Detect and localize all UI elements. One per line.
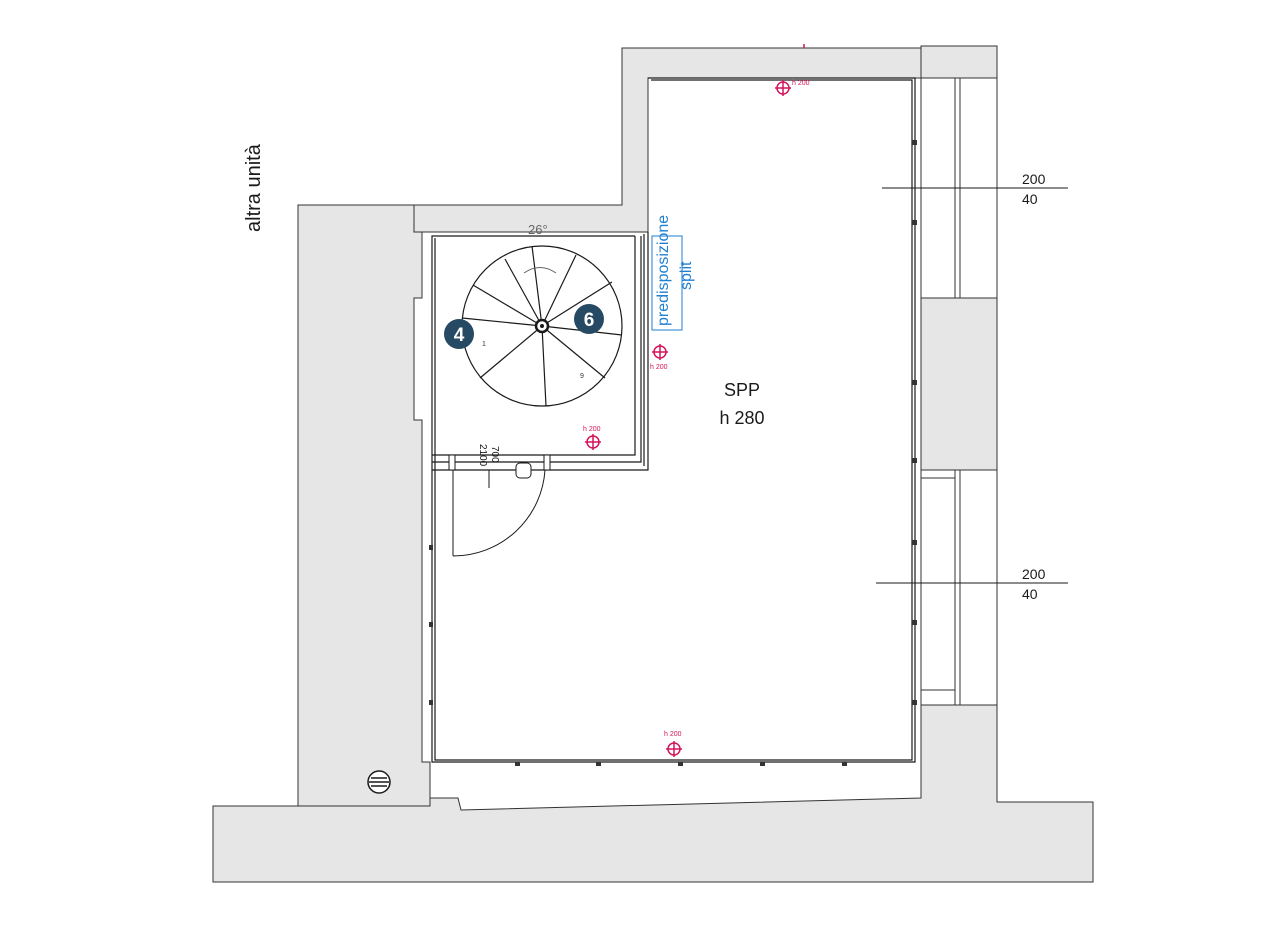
door	[448, 454, 551, 557]
split-box	[651, 235, 683, 331]
split-label-line1: predisposizione	[655, 215, 672, 326]
outlet-marker	[652, 344, 668, 360]
svg-text:4: 4	[454, 325, 465, 346]
outlet-label: h 200	[792, 80, 810, 87]
window-upper-sill: 40	[1022, 191, 1038, 207]
window-lower-sill: 40	[1022, 586, 1038, 602]
stair-angle-label: 26°	[528, 222, 548, 237]
room-height: h 280	[719, 408, 764, 428]
window-lower-height: 200	[1022, 566, 1046, 582]
outlet-marker	[775, 44, 805, 96]
top-interior-wall	[413, 47, 922, 233]
outlet-marker	[666, 741, 682, 757]
wall-ticks	[429, 140, 917, 766]
outlet-marker	[585, 434, 601, 450]
badge-4: 4	[444, 319, 474, 349]
stair-step-first: 1	[482, 341, 486, 348]
split-label-line2: split	[678, 261, 695, 290]
window-upper-height: 200	[1022, 171, 1046, 187]
window-callouts	[876, 187, 1068, 584]
window-lower	[920, 469, 998, 706]
stair-angle-arc	[523, 267, 557, 274]
neighbor-unit-label: altra unità	[243, 143, 265, 232]
outlet-label: h 200	[664, 731, 682, 738]
drain-pipe-icon	[367, 770, 391, 794]
outlet-label: h 200	[650, 364, 668, 371]
door-width: 700	[489, 446, 500, 463]
door-height: 2100	[477, 444, 488, 467]
right-pier-top	[920, 45, 998, 79]
room-code: SPP	[724, 380, 760, 400]
right-pier-middle	[920, 297, 998, 471]
left-party-wall	[297, 204, 431, 807]
badge-6: 6	[574, 304, 604, 334]
walls	[212, 45, 1094, 883]
room-outline	[431, 77, 916, 763]
outlet-label: h 200	[583, 426, 601, 433]
stair-step-last: 9	[580, 373, 584, 380]
svg-text:6: 6	[584, 310, 595, 331]
